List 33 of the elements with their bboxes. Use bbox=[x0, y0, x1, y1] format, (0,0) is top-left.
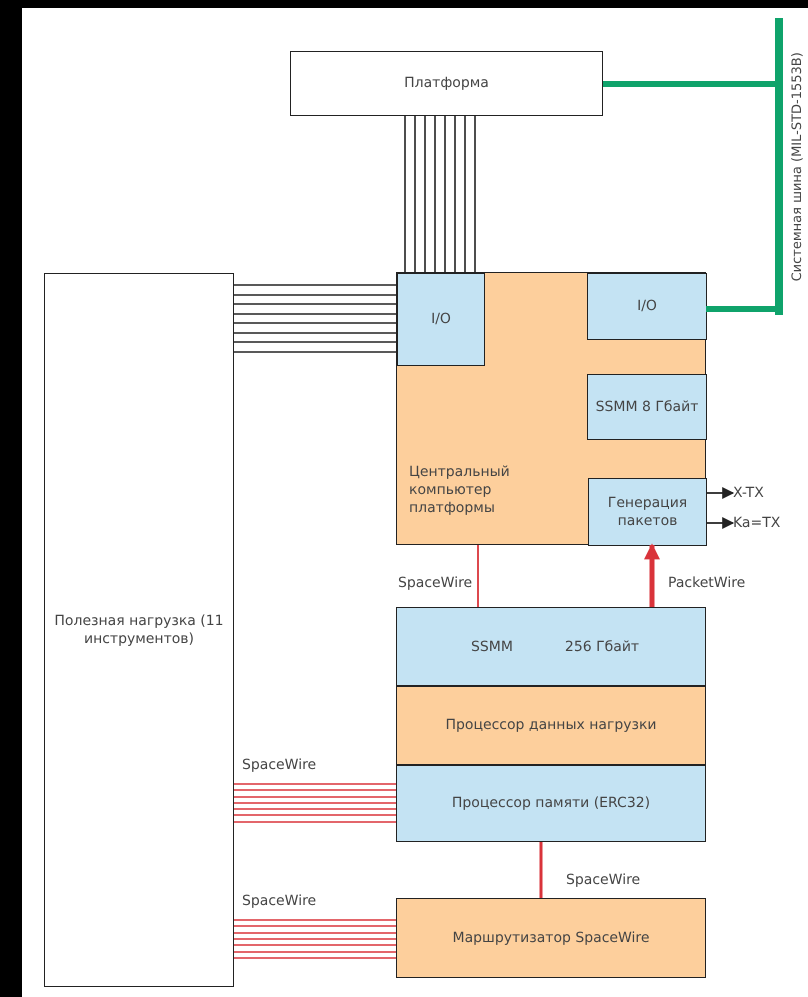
packet-generator-box: Генерация пакетов bbox=[588, 478, 707, 546]
output-label: X-TX bbox=[733, 484, 783, 502]
computer-box bbox=[396, 272, 706, 545]
arrow bbox=[644, 543, 660, 607]
router-box: Маршрутизатор SpaceWire bbox=[396, 898, 706, 978]
arrow bbox=[706, 517, 734, 529]
payload-box: Полезная нагрузка (11 инструментов) bbox=[44, 273, 234, 987]
output-label: Ka=TX bbox=[733, 514, 789, 532]
box-label: Центральный компьютер платформы bbox=[409, 463, 511, 518]
edge-label: SpaceWire bbox=[242, 757, 316, 774]
connector-line bbox=[540, 842, 542, 898]
edge-label: SpaceWire bbox=[398, 575, 472, 592]
cable-bundle bbox=[233, 783, 397, 823]
edge-label: SpaceWire bbox=[566, 872, 640, 889]
cable-bundle bbox=[233, 284, 397, 353]
cable-bundle bbox=[404, 115, 476, 273]
processor-box: Процессор памяти (ERC32) bbox=[396, 765, 706, 842]
cable-bundle bbox=[233, 919, 397, 959]
io-box: I/O bbox=[587, 273, 707, 340]
platform-box: Платформа bbox=[290, 51, 603, 116]
processor-box: Процессор данных нагрузки bbox=[396, 686, 706, 765]
connector-line bbox=[477, 545, 479, 607]
edge-label: SpaceWire bbox=[242, 893, 316, 910]
connector-line bbox=[706, 306, 775, 312]
connector-line bbox=[603, 81, 775, 87]
system-bus-bar bbox=[775, 18, 783, 315]
io-box: I/O bbox=[397, 273, 485, 366]
arrow bbox=[706, 487, 734, 499]
bus-label: Системная шина (MIL-STD-1553B) bbox=[789, 52, 805, 281]
box-label: SSMM bbox=[470, 638, 514, 656]
box-label: 256 Гбайт bbox=[564, 638, 640, 656]
memory-box bbox=[396, 607, 706, 686]
memory-box: SSMM 8 Гбайт bbox=[587, 374, 707, 440]
